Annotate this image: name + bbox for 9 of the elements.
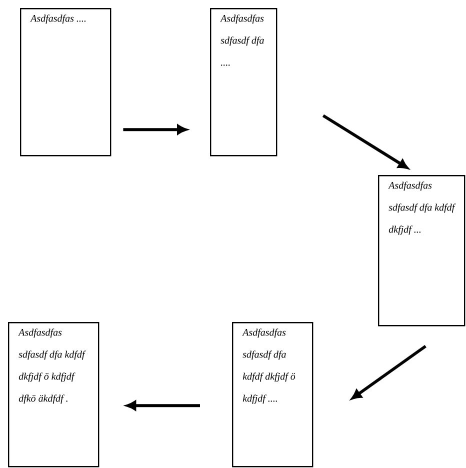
page-box: Asdfasdfas sdfasdf dfa kdfdf dkfjdf ö kdfjdf dfkö äkdfdf . bbox=[8, 322, 100, 468]
arrow bbox=[352, 344, 426, 400]
page-box: Asdfasdfas sdfasdf dfa kdfdf dkfjdf ... bbox=[378, 175, 466, 326]
arrow bbox=[123, 124, 187, 134]
page-box: Asdfasdfas sdfasdf dfa .... bbox=[210, 8, 278, 156]
page-box: Asdfasdfas sdfasdf dfa kdfdf dkfjdf ö kdfjdf .... bbox=[232, 322, 314, 468]
arrow bbox=[126, 400, 200, 410]
arrow bbox=[322, 114, 408, 169]
page-box: Asdfasdfas .... bbox=[20, 8, 112, 156]
